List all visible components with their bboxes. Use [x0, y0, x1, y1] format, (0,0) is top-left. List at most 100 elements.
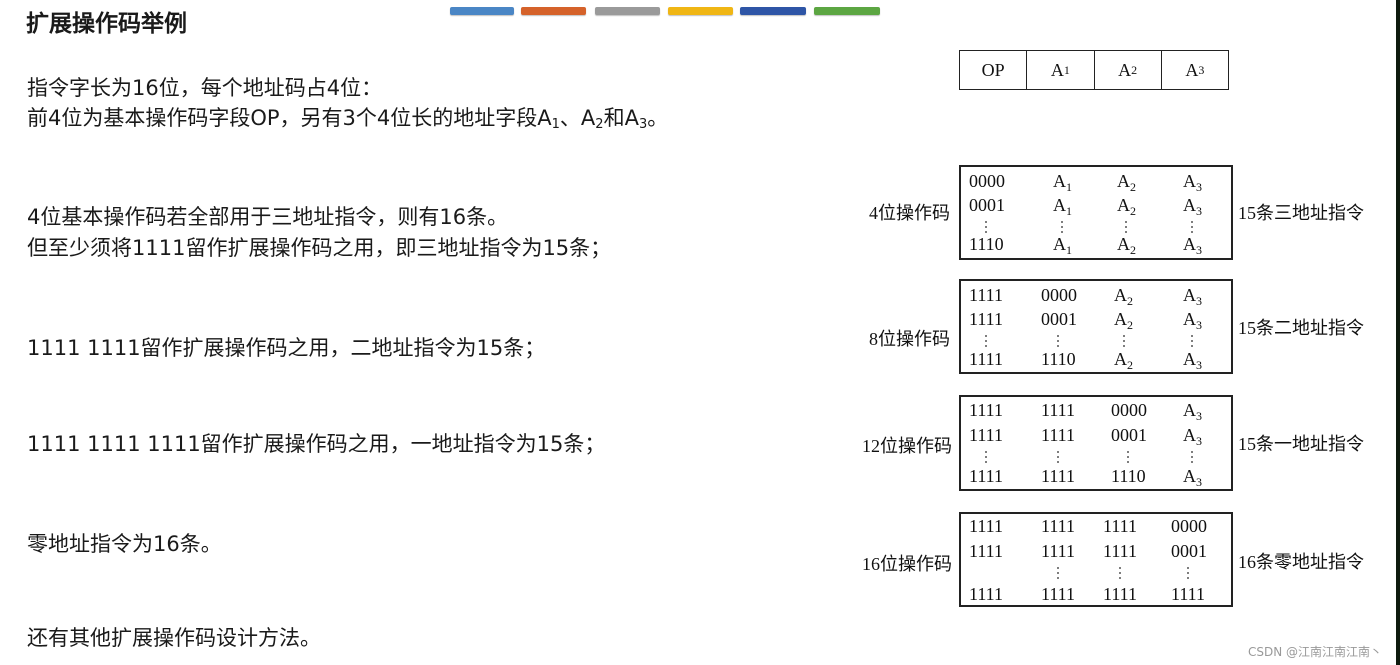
table-row: 1111 1110 A2 A3: [961, 349, 1231, 372]
opcode-cell: 1111: [1103, 541, 1137, 561]
table-row: 0001 A1 A2 A3: [961, 195, 1231, 218]
text-segment: 前4位为基本操作码字段OP，另有3个4位长的地址字段A: [27, 106, 552, 130]
opcode-cell: 0001: [969, 195, 1005, 215]
opcode-table-4bit: 0000 A1 A2 A3 0001 A1 A2 A3 1110 A1 A2 A…: [959, 165, 1233, 260]
opcode-cell: 0000: [969, 171, 1005, 191]
color-bar-5: [740, 7, 806, 15]
table3-right-label: 15条一地址指令: [1238, 434, 1364, 454]
table-row: 1111 1111 1111 1111: [961, 584, 1231, 606]
table-row: 1111 1111 0001 A3: [961, 425, 1231, 448]
ellipsis-dots: [1191, 335, 1193, 350]
window-edge: [1396, 0, 1400, 665]
table-row: 1111 1111 1111 0001: [961, 541, 1231, 563]
table-row: 1111 0000 A2 A3: [961, 285, 1231, 308]
opcode-table-16bit: 1111 1111 1111 0000 1111 1111 1111 0001 …: [959, 512, 1233, 607]
watermark: CSDN @江南江南江南丶: [1247, 645, 1382, 659]
text-segment: 和A: [603, 106, 639, 130]
table-row: 1111 1111 1110 A3: [961, 466, 1231, 489]
addr-cell: A3: [1183, 285, 1202, 308]
addr-cell: A2: [1114, 349, 1133, 372]
color-bar-6: [814, 7, 880, 15]
ellipsis-dots: [1187, 567, 1189, 582]
addr-cell: A3: [1183, 171, 1202, 194]
ellipsis-dots: [1057, 335, 1059, 350]
opcode-cell: 1110: [1111, 466, 1146, 486]
ellipsis-dots: [1119, 567, 1121, 582]
paragraph-zero-address: 零地址指令为16条。: [27, 532, 222, 556]
ellipsis-dots: [1057, 567, 1059, 582]
opcode-cell: 1111: [969, 285, 1003, 305]
paragraph-other-methods: 还有其他扩展操作码设计方法。: [27, 626, 321, 650]
addr-cell: A2: [1117, 171, 1136, 194]
ellipsis-dots: [1191, 221, 1193, 236]
addr-cell: A2: [1114, 285, 1133, 308]
field-label: OP: [981, 59, 1005, 80]
opcode-cell: 1111: [1103, 584, 1137, 604]
ellipsis-dots: [1125, 221, 1127, 236]
color-bar-4: [668, 7, 733, 15]
addr-cell: A1: [1053, 195, 1072, 218]
opcode-cell: 1111: [1041, 541, 1075, 561]
addr-cell: A1: [1053, 234, 1072, 257]
opcode-cell: 1111: [1171, 584, 1205, 604]
ellipsis-dots: [1057, 451, 1059, 466]
table4-right-label: 16条零地址指令: [1238, 552, 1364, 572]
opcode-cell: 1111: [969, 541, 1003, 561]
subscript: 1: [551, 117, 560, 132]
opcode-table-8bit: 1111 0000 A2 A3 1111 0001 A2 A3 1111 111…: [959, 279, 1233, 374]
opcode-cell: 1111: [969, 584, 1003, 604]
opcode-cell: 1111: [1041, 425, 1075, 445]
paragraph-field-layout: 前4位为基本操作码字段OP，另有3个4位长的地址字段A1、A2和A3。: [27, 103, 668, 140]
opcode-cell: 0001: [1171, 541, 1207, 561]
slide-title: 扩展操作码举例: [26, 11, 187, 37]
paragraph-three-address-all: 4位基本操作码若全部用于三地址指令，则有16条。: [27, 205, 509, 229]
table-row: 1110 A1 A2 A3: [961, 234, 1231, 257]
opcode-cell: 0000: [1041, 285, 1077, 305]
text-segment: 、A: [559, 106, 596, 130]
subscript: 2: [595, 117, 604, 132]
field-subscript: 3: [1198, 62, 1205, 77]
format-field-op: OP: [960, 51, 1028, 89]
ellipsis-dots: [985, 451, 987, 466]
ellipsis-dots: [1123, 335, 1125, 350]
paragraph-instruction-length: 指令字长为16位，每个地址码占4位：: [27, 76, 383, 100]
ellipsis-dots: [985, 221, 987, 236]
text-segment: 。: [647, 106, 669, 130]
ellipsis-dots: [985, 335, 987, 350]
opcode-cell: 1111: [1103, 516, 1137, 536]
opcode-cell: 0001: [1041, 309, 1077, 329]
table-row: 0000 A1 A2 A3: [961, 171, 1231, 194]
opcode-cell: 1111: [1041, 466, 1075, 486]
addr-cell: A3: [1183, 309, 1202, 332]
opcode-cell: 1110: [969, 234, 1004, 254]
subscript: 3: [638, 117, 648, 132]
opcode-cell: 1111: [1041, 400, 1075, 420]
addr-cell: A3: [1183, 195, 1202, 218]
table1-right-label: 15条三地址指令: [1238, 203, 1364, 223]
field-subscript: 1: [1063, 62, 1070, 77]
field-label: A: [1050, 59, 1064, 80]
table-row: 1111 0001 A2 A3: [961, 309, 1231, 332]
opcode-cell: 0000: [1111, 400, 1147, 420]
opcode-cell: 1111: [969, 349, 1003, 369]
table2-left-label: 8位操作码: [869, 329, 950, 349]
opcode-cell: 1111: [969, 309, 1003, 329]
addr-cell: A2: [1114, 309, 1133, 332]
table4-left-label: 16位操作码: [862, 554, 952, 574]
addr-cell: A3: [1183, 234, 1202, 257]
opcode-cell: 0001: [1111, 425, 1147, 445]
opcode-cell: 1111: [969, 400, 1003, 420]
addr-cell: A2: [1117, 234, 1136, 257]
ellipsis-dots: [1191, 451, 1193, 466]
addr-cell: A3: [1183, 349, 1202, 372]
addr-cell: A3: [1183, 400, 1202, 423]
table1-left-label: 4位操作码: [869, 203, 950, 223]
opcode-cell: 1111: [1041, 516, 1075, 536]
opcode-cell: 1111: [969, 516, 1003, 536]
addr-cell: A3: [1183, 425, 1202, 448]
opcode-cell: 1111: [1041, 584, 1075, 604]
